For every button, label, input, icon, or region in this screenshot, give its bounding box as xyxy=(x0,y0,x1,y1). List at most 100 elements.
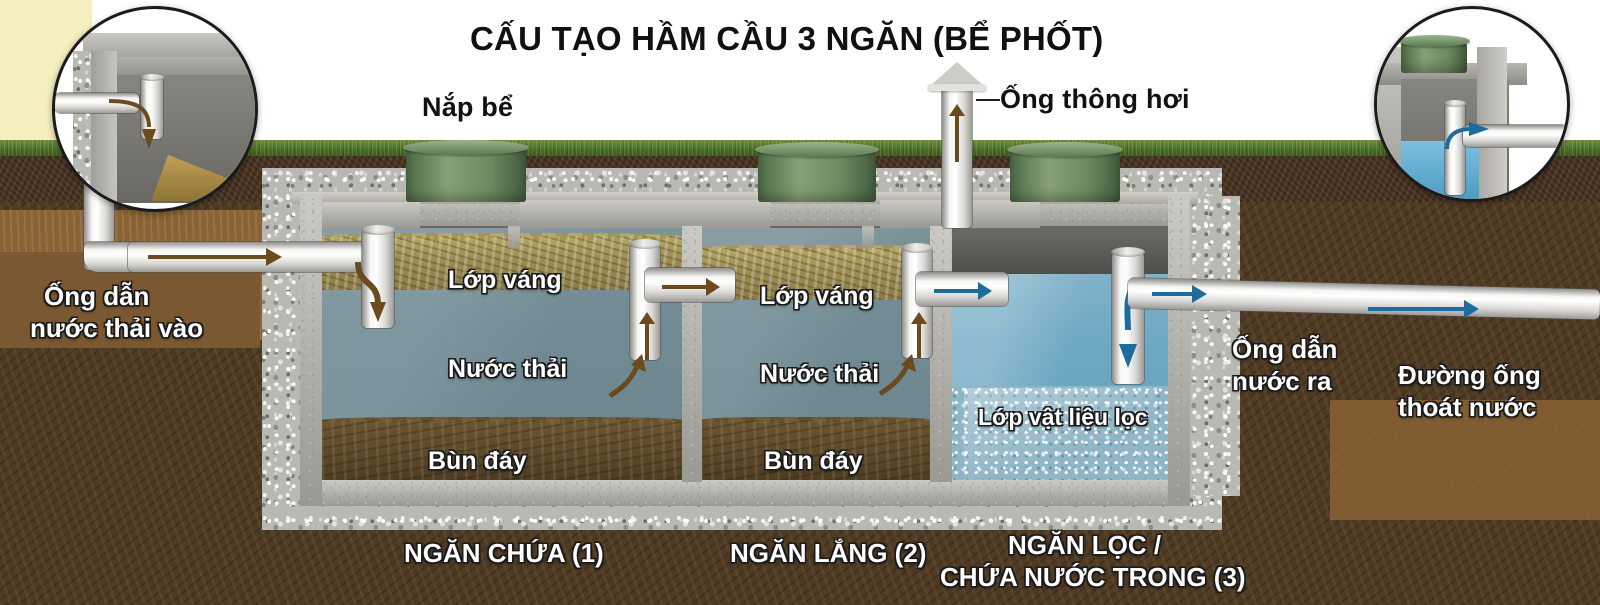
chamber-2-caption: NGĂN LẮNG (2) xyxy=(730,538,927,568)
inset-inlet-detail xyxy=(52,6,258,212)
slab-segment-2 xyxy=(520,200,770,228)
outlet-tee-cap xyxy=(1111,247,1145,257)
chamber-1-scum-label: Lớp váng xyxy=(448,266,562,294)
outlet-arrow-head-far xyxy=(1464,300,1479,318)
inlet-arrow-shaft xyxy=(148,255,266,259)
chamber-1-sludge-surface xyxy=(322,417,682,423)
access-riser-3[interactable] xyxy=(1007,142,1123,202)
access-riser-1[interactable] xyxy=(403,140,529,202)
vent-arrow-head xyxy=(949,104,965,116)
transfer-tee-1-cap xyxy=(629,239,661,249)
inset-riser-lid-top[interactable] xyxy=(1398,35,1470,47)
inset-outlet-pipe-horizontal xyxy=(1463,125,1567,147)
inlet-callout-label-line2: nước thải vào xyxy=(30,313,204,343)
transfer-1-up-head xyxy=(639,312,655,324)
chamber-2-water-label: Nước thải xyxy=(760,360,880,388)
pilaster-b xyxy=(862,226,874,248)
inset-outlet-tee-cap xyxy=(1444,100,1466,107)
chamber-1-sludge-layer xyxy=(322,417,682,480)
transfer-2-up-shaft xyxy=(917,324,921,358)
drain-callout-label-line1: Đường ống xyxy=(1398,360,1541,390)
riser-1-body xyxy=(406,146,526,202)
inset-inlet-gravel xyxy=(73,51,91,203)
outlet-arrow-head-near xyxy=(1192,285,1207,303)
lid-callout-label: Nắp bể xyxy=(422,92,514,122)
chamber-1-rise-swirl-arrow xyxy=(608,354,646,399)
transfer-tee-2-cap xyxy=(901,243,933,253)
vent-callout-label: Ống thông hơi xyxy=(1000,84,1190,114)
outlet-flow-arrow-far xyxy=(1368,300,1479,318)
divider-wall-1-2 xyxy=(682,226,702,482)
inset-outlet-flow-arrow xyxy=(1445,122,1489,150)
outlet-arrow-shaft-near xyxy=(1152,292,1192,296)
inset-inlet-side-wall xyxy=(89,51,117,203)
inlet-tee-cap xyxy=(361,225,395,235)
transfer-2-flow-arrow xyxy=(934,282,992,300)
vent-pipe-cap-icon xyxy=(930,62,984,86)
transfer-2-riser-uparrow xyxy=(911,312,927,358)
transfer-2-up-head xyxy=(911,312,927,324)
chamber-2-sludge-layer xyxy=(700,417,932,480)
inlet-callout-label-line1: Ống dẫn xyxy=(44,281,150,311)
vent-pipe-cap-brim xyxy=(928,84,986,91)
outlet-flow-arrow-near xyxy=(1152,285,1207,303)
riser-2-body xyxy=(758,148,876,202)
inset-outlet-detail xyxy=(1374,6,1570,202)
inlet-arrow-head xyxy=(266,248,282,266)
vent-callout-leader xyxy=(976,99,1000,101)
chamber-2-scum-layer xyxy=(700,245,932,300)
chamber-3-filter-media-layer xyxy=(950,386,1168,480)
transfer-1-flow-arrow xyxy=(662,278,720,296)
tank-bottom-slab xyxy=(300,480,1190,506)
divider-wall-2-3 xyxy=(930,226,952,482)
page-title: CẤU TẠO HẦM CẦU 3 NGĂN (BỂ PHỐT) xyxy=(470,20,1104,57)
transfer-1-riser-uparrow xyxy=(639,312,655,360)
transfer-2-arrow-head xyxy=(978,282,992,300)
drain-callout-label-line2: thoát nước xyxy=(1398,392,1537,422)
riser-1-lid[interactable] xyxy=(403,140,529,155)
inset-inlet-tee-cap xyxy=(140,74,164,81)
inset-inlet-tee-riser xyxy=(140,74,164,139)
chamber-1-caption: NGĂN CHỨA (1) xyxy=(404,538,604,568)
chamber-2-sludge-surface xyxy=(700,417,932,423)
inset-inlet-flow-arrow xyxy=(108,99,156,149)
inset-outlet-water xyxy=(1401,141,1479,199)
inlet-flow-arrow xyxy=(148,248,282,266)
riser-3-body xyxy=(1010,148,1120,202)
chamber-1-sludge-label: Bùn đáy xyxy=(428,447,527,475)
transfer-1-up-shaft xyxy=(645,324,649,360)
riser-3-lid[interactable] xyxy=(1007,142,1123,157)
chamber-3-filter-label: Lớp vật liệu lọc xyxy=(978,404,1148,430)
transfer-2-arrow-shaft xyxy=(934,289,978,293)
inset-outlet-tee-riser xyxy=(1444,100,1466,195)
chamber-3-caption-line2: CHỨA NƯỚC TRONG (3) xyxy=(940,562,1246,592)
vent-arrow-shaft xyxy=(955,116,959,162)
outlet-callout-label-line2: nước ra xyxy=(1232,366,1332,396)
chamber-3-water-highlight xyxy=(964,388,1154,480)
inlet-tee-flow-arrow xyxy=(355,261,386,322)
riser-2-lid[interactable] xyxy=(755,142,879,157)
outlet-arrow-shaft-far xyxy=(1368,307,1464,311)
inset-outlet-right-wall xyxy=(1477,47,1507,199)
inset-inlet-pipe-horizontal xyxy=(55,93,139,113)
pilaster-a xyxy=(508,226,520,248)
clay-layer-right xyxy=(1330,400,1600,520)
outlet-callout-label-line1: Ống dẫn xyxy=(1232,334,1338,364)
chamber-2-scum-label: Lớp váng xyxy=(760,282,874,310)
vent-flow-arrow xyxy=(949,104,965,162)
chamber-2-scum-surface xyxy=(700,245,932,252)
sky-band xyxy=(0,0,1600,140)
tank-right-wall xyxy=(1168,196,1190,506)
inset-outlet-riser-lid[interactable] xyxy=(1398,35,1470,73)
tank-left-wall xyxy=(300,196,322,506)
inset-inlet-beam-face xyxy=(83,57,255,79)
transfer-1-arrow-head xyxy=(706,278,720,296)
transfer-1-arrow-shaft xyxy=(662,285,706,289)
chamber-2-sludge-label: Bùn đáy xyxy=(764,447,863,475)
chamber-3-content xyxy=(950,228,1168,480)
chamber-2-rise-swirl-arrow xyxy=(878,354,916,397)
access-riser-2[interactable] xyxy=(755,142,879,202)
gravel-backfill-right-wing xyxy=(1180,196,1240,496)
chamber-1-water-label: Nước thải xyxy=(448,355,568,383)
chamber-2-content xyxy=(700,228,932,480)
